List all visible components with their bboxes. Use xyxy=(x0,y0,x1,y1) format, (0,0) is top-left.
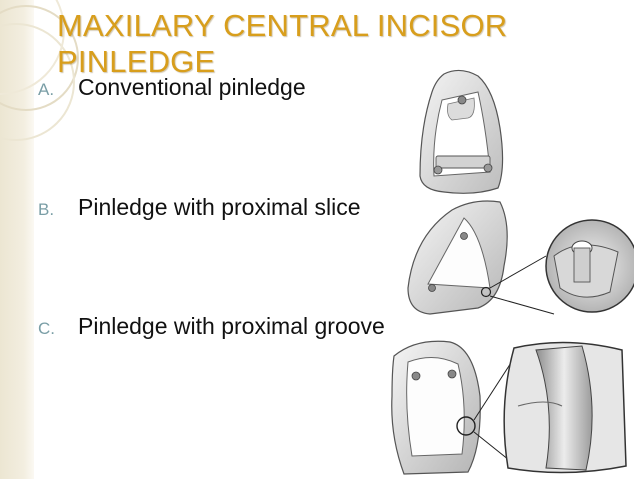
list-item-text: Pinledge with proximal groove xyxy=(78,313,385,339)
list-marker: C. xyxy=(38,319,55,338)
figure-proximal-slice xyxy=(407,200,634,315)
figure-proximal-groove xyxy=(391,340,627,475)
list-item-a: A. Conventional pinledge xyxy=(38,74,306,101)
list-item-b: B. Pinledge with proximal slice xyxy=(38,194,361,221)
slide-title: MAXILARY CENTRAL INCISOR PINLEDGE xyxy=(57,8,508,79)
list-marker: A. xyxy=(38,80,55,99)
figure-conventional-pinledge xyxy=(419,69,504,194)
list-item-text: Conventional pinledge xyxy=(78,74,306,100)
list-item-text: Pinledge with proximal slice xyxy=(78,194,361,220)
list-item-c: C. Pinledge with proximal groove xyxy=(38,313,385,340)
decorative-band xyxy=(0,0,34,479)
decorative-arcs xyxy=(0,0,79,141)
list-marker: B. xyxy=(38,200,55,219)
